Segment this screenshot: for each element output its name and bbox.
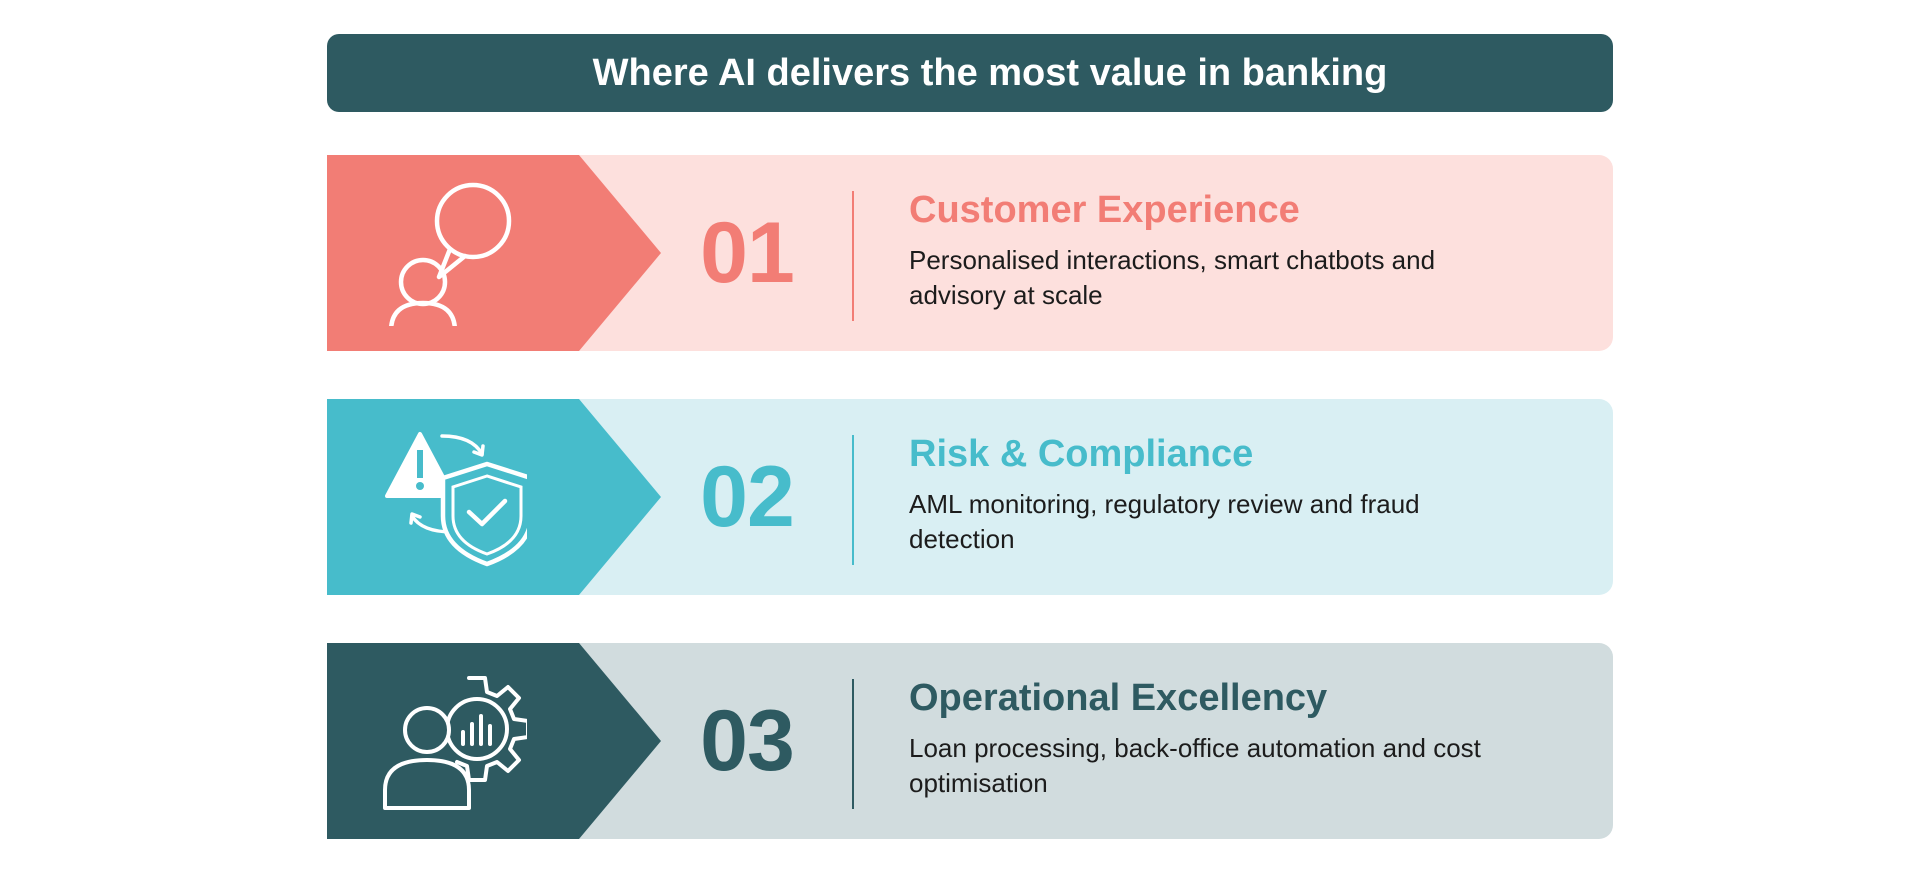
- warning-shield-icon: [385, 432, 527, 567]
- row-customer-experience: 01 Customer Experience Personalised inte…: [327, 155, 1613, 351]
- row-risk-compliance: 02 Risk & Compliance AML monitoring, reg…: [327, 399, 1613, 595]
- person-chat-icon: [389, 182, 512, 326]
- person-gear-icon: [383, 676, 527, 810]
- row-heading: Customer Experience: [909, 189, 1300, 231]
- divider-line: [852, 191, 854, 321]
- row-description: Loan processing, back-office automation …: [909, 733, 1481, 798]
- divider-line: [852, 435, 854, 565]
- page-title: Where AI delivers the most value in bank…: [592, 51, 1388, 94]
- row-description: AML monitoring, regulatory review and fr…: [909, 489, 1420, 554]
- divider-line: [852, 679, 854, 809]
- row-number: 03: [700, 692, 795, 789]
- title-bar: [327, 34, 1613, 112]
- row-description: Personalised interactions, smart chatbot…: [909, 245, 1436, 310]
- row-number: 01: [700, 204, 795, 301]
- row-number: 02: [700, 448, 795, 545]
- row-operational-excellency: 03 Operational Excellency Loan processin…: [327, 643, 1613, 839]
- row-heading: Operational Excellency: [909, 677, 1328, 719]
- row-heading: Risk & Compliance: [909, 433, 1254, 475]
